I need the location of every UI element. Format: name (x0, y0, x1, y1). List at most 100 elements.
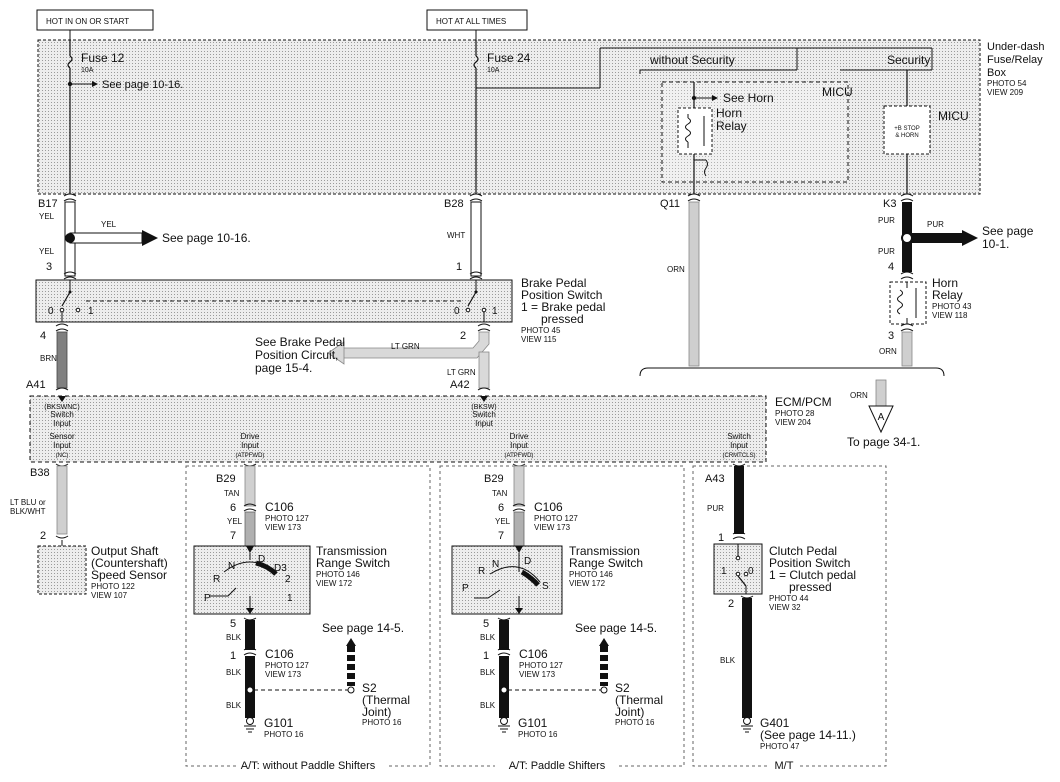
wire-pur-ref-1: See page (982, 224, 1034, 238)
brake-switch-name-2: Position Switch (521, 288, 602, 302)
brake-left-0: 0 (48, 306, 54, 317)
header-run-start-label: HOT IN ON OR START (46, 17, 129, 26)
brake-switch-contacts (59, 280, 487, 322)
at-mid-pin1: 1 (483, 650, 489, 662)
fuse-12-label: Fuse 12 (81, 51, 125, 65)
connector-b29-left: B29 (216, 473, 236, 485)
fuse-relay-box (37, 39, 981, 195)
connector-a41: A41 (26, 379, 46, 391)
at-left-trs-view: VIEW 172 (316, 579, 353, 588)
wire-orn-out (875, 379, 887, 407)
mt-g401-ref: (See page 14-11.) (760, 728, 856, 742)
ecm-switch-3: (CRMTCLS) (723, 453, 756, 459)
brake-right-0: 0 (454, 306, 460, 317)
at-mid-pos-p: P (462, 583, 469, 594)
at-left-pos-2: 2 (285, 574, 291, 585)
mt-g401: G401 (760, 716, 790, 730)
horn-relay-name-2: Relay (932, 288, 963, 302)
at-left-trs-photo: PHOTO 146 (316, 570, 360, 579)
wire-pur (900, 193, 978, 272)
brake-switch-name-4: pressed (541, 312, 584, 326)
connector-b38: B38 (30, 467, 50, 479)
wire-wht-label: WHT (447, 231, 465, 240)
ecm-sensor-1: Sensor (49, 432, 75, 441)
ecm-sensor-2: Input (53, 441, 72, 450)
at-left-c106-top-photo: PHOTO 127 (265, 514, 309, 523)
at-left-pos-d3: D3 (274, 563, 287, 574)
at-left-g101: G101 (264, 716, 294, 730)
brake-right-1: 1 (492, 306, 498, 317)
mt-name-4: pressed (789, 580, 832, 594)
ecm-drive-left-3: (ATPFWD) (236, 453, 265, 459)
at-left-pos-p: P (204, 593, 211, 604)
mt-sw-1: 1 (721, 566, 727, 577)
at-left-pos-n: N (228, 561, 235, 572)
at-mid-pin6: 6 (498, 502, 504, 514)
micu-horn-relay-2: Relay (716, 119, 747, 133)
speed-sensor-box (37, 545, 87, 595)
ecm-sensor-3: (NC) (56, 453, 69, 459)
wire-blk-mt-label: BLK (720, 656, 736, 665)
at-left-pin5: 5 (230, 618, 236, 630)
wire-tan-left-label: TAN (224, 489, 240, 498)
header-all-times-label: HOT AT ALL TIMES (436, 17, 506, 26)
wire-orn-k3-label: ORN (879, 347, 897, 356)
wire-pur-top-label: PUR (878, 216, 895, 225)
micu-left-label: MICU (822, 85, 853, 99)
wire-yel (63, 193, 158, 277)
speed-sensor-name-3: Speed Sensor (91, 568, 167, 582)
mt-photo: PHOTO 44 (769, 594, 809, 603)
ecm-drive-mid-2: Input (510, 441, 529, 450)
at-left-caption: A/T: without Paddle Shifters (241, 760, 376, 772)
mt-g401-photo: PHOTO 47 (760, 742, 800, 751)
speed-sensor-pin: 2 (40, 530, 46, 542)
at-mid-pos-d: D (524, 556, 531, 567)
at-left-g101-photo: PHOTO 16 (264, 730, 304, 739)
offpage-connector (868, 405, 894, 434)
fuse-box-photo: PHOTO 54 (987, 79, 1027, 88)
wire-tan-mid-label: TAN (492, 489, 508, 498)
wire-lt-blu-label-2: BLK/WHT (10, 507, 46, 516)
ecm-photo: PHOTO 28 (775, 409, 815, 418)
wire-orn-k3 (901, 331, 913, 367)
brake-pin-right-top: 1 (456, 261, 462, 273)
wire-pur-bottom-label: PUR (878, 247, 895, 256)
horn-relay-pin-bottom: 3 (888, 330, 894, 342)
connector-k3: K3 (883, 198, 896, 210)
horn-relay-view: VIEW 118 (932, 311, 968, 320)
at-mid-c106-top-photo: PHOTO 127 (534, 514, 578, 523)
at-mid-s2-1: S2 (615, 681, 630, 695)
ecm-bksw-3: Input (475, 419, 494, 428)
brake-left-1: 1 (88, 306, 94, 317)
at-left-pos-1: 1 (287, 593, 293, 604)
at-mid-c106-top-view: VIEW 173 (534, 523, 571, 532)
fuse-24-amp: 10A (487, 67, 500, 74)
ecm-switch-1: Switch (727, 432, 751, 441)
mt-circuit: A43 PUR 1 1 0 Clutch Pedal Position Swit… (705, 463, 856, 751)
ecm-switch-2: Input (730, 441, 749, 450)
ecm-drive-mid-1: Drive (510, 432, 529, 441)
brake-switch-name-3: 1 = Brake pedal (521, 300, 605, 314)
wire-yel-branch-label: YEL (101, 220, 117, 229)
at-mid-c106-top: C106 (534, 500, 563, 514)
header-run-start-tag: HOT IN ON OR START (36, 9, 154, 31)
brake-switch-view: VIEW 115 (521, 335, 557, 344)
at-left-circuit: B29 TAN 6 YEL 7 C106 PHOTO 127 VIEW 173 … (193, 463, 410, 739)
at-mid-pos-n: N (492, 559, 499, 570)
at-left-pos-d: D (258, 554, 265, 565)
fuse-12-ref: See page 10-16. (102, 79, 183, 91)
at-mid-s2-3: Joint) (615, 705, 644, 719)
horn-relay-internal (677, 82, 718, 194)
at-mid-s2-photo: PHOTO 16 (615, 718, 655, 727)
ecm-drive-left-1: Drive (241, 432, 260, 441)
offpage-ref: To page 34-1. (847, 435, 920, 449)
at-left-s2-1: S2 (362, 681, 377, 695)
at-mid-pin7: 7 (498, 530, 504, 542)
bstop-label-1: +B STOP (894, 126, 919, 132)
at-left-trs-2: Range Switch (316, 556, 390, 570)
fuse-box-name-2: Fuse/Relay (987, 54, 1043, 66)
mt-caption: M/T (775, 760, 794, 772)
wire-blk-mid-1: BLK (480, 633, 496, 642)
at-mid-see-page: See page 14-5. (575, 621, 657, 635)
fuse-box-name-3: Box (987, 67, 1006, 79)
